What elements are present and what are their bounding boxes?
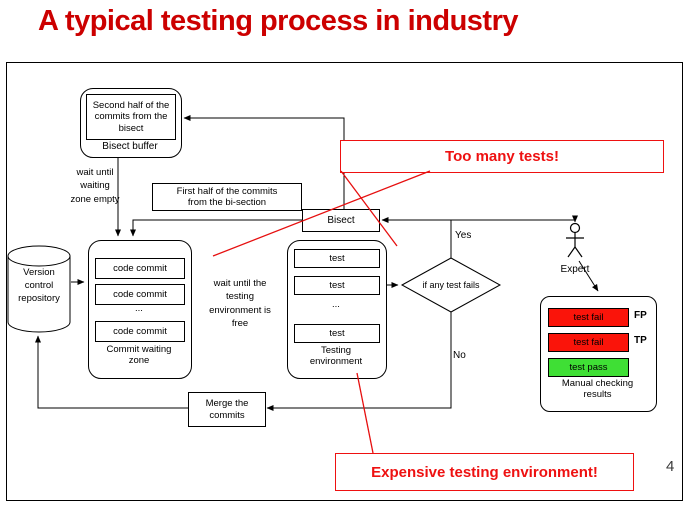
bisect-buffer-content: Second half of the commits from the bise… — [92, 100, 170, 134]
test-box: test — [294, 324, 380, 343]
arrow-expert-to-results — [578, 260, 599, 292]
first-half-text: First half of the commits from the bi-se… — [176, 185, 278, 208]
wait-waiting-zone-note: wait until waiting zone empty — [70, 167, 120, 205]
code-commit-box: code commit — [95, 321, 185, 342]
bisect-buffer-content-box: Second half of the commits from the bise… — [86, 94, 176, 140]
tp-tag: TP — [634, 335, 647, 346]
decision-label: if any test fails — [422, 280, 480, 290]
arrow-yes-to-expert — [451, 215, 578, 223]
commit-waiting-zone-label-text: Commit waiting zone — [106, 344, 172, 366]
bisect-box: Bisect — [302, 209, 380, 232]
manual-checking-label: Manual checking results — [540, 378, 655, 401]
slide-title: A typical testing process in industry — [38, 5, 518, 37]
no-label: No — [453, 350, 466, 361]
manual-checking-label-text: Manual checking results — [561, 378, 634, 400]
diagram-frame — [6, 62, 683, 501]
merge-commits-box: Merge the commits — [188, 392, 266, 427]
testing-environment-label-text: Testing environment — [309, 345, 363, 367]
test-fail-box: test fail — [548, 308, 629, 327]
decision-diamond — [400, 257, 502, 313]
too-many-tests-callout: Too many tests! — [340, 140, 664, 173]
expensive-testing-callout: Expensive testing environment! — [335, 453, 634, 491]
test-pass-box: test pass — [548, 358, 629, 377]
arrow-merge-to-repo — [35, 335, 188, 409]
commit-waiting-zone-label: Commit waiting zone — [88, 344, 190, 367]
test-box: test — [294, 249, 380, 268]
test-box: test — [294, 276, 380, 295]
fp-tag: FP — [634, 310, 647, 321]
ellipsis-label: ... — [135, 303, 143, 314]
ellipsis-label: ... — [332, 299, 340, 310]
merge-commits-text: Merge the commits — [205, 398, 249, 421]
version-control-label: Version control repository — [18, 267, 60, 304]
version-control-cylinder-icon — [7, 245, 71, 333]
arrow-firsthalf-to-waiting-zone — [130, 219, 302, 237]
arrow-no-to-merge — [266, 312, 452, 411]
expert-label: Expert — [560, 264, 590, 275]
page-number: 4 — [666, 458, 675, 475]
test-fail-box: test fail — [548, 333, 629, 352]
wait-testing-free-note: wait until the testing environment is fr… — [209, 278, 271, 329]
code-commit-box: code commit — [95, 258, 185, 279]
testing-environment-label: Testing environment — [287, 345, 385, 368]
yes-label: Yes — [455, 230, 472, 241]
code-commit-box: code commit — [95, 284, 185, 305]
bisect-buffer-label: Bisect buffer — [102, 141, 158, 152]
first-half-box: First half of the commits from the bi-se… — [152, 183, 302, 211]
person-icon — [566, 222, 584, 258]
arrow-yes-to-bisect — [381, 217, 452, 258]
